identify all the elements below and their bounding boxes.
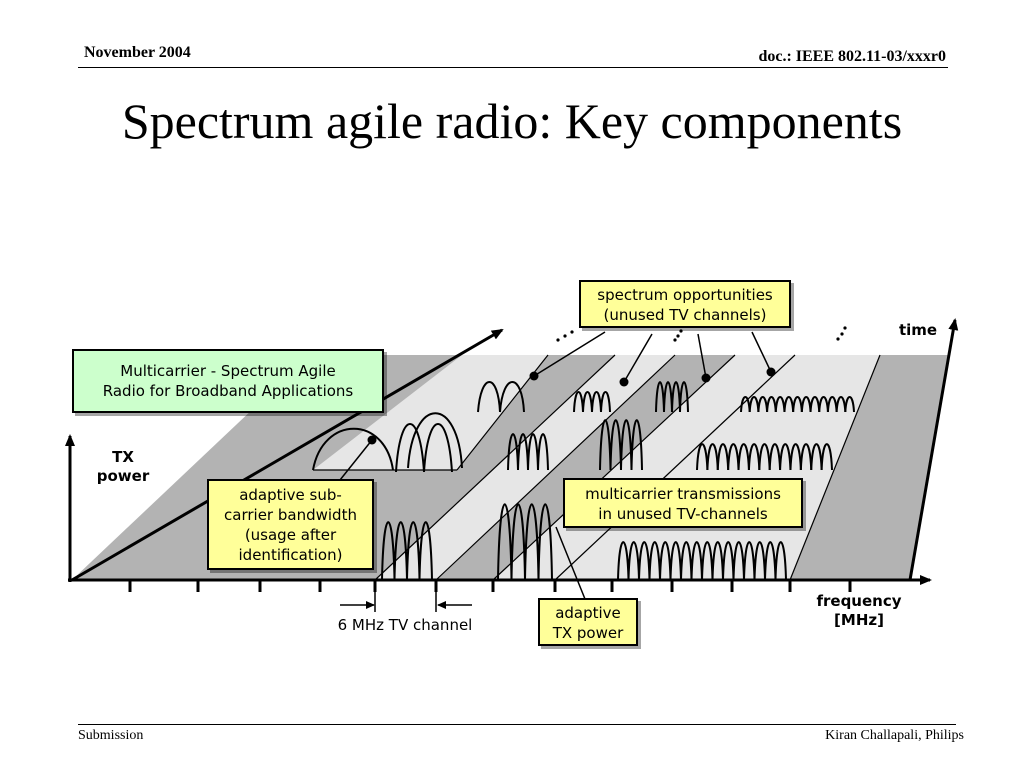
header-divider <box>78 67 948 68</box>
carrier-hump <box>799 443 813 471</box>
carrier-hump <box>517 433 529 471</box>
frequency-axis-label: frequency [MHz] <box>816 592 902 629</box>
carrier-hump <box>696 443 709 471</box>
footer-submission: Submission <box>78 728 144 743</box>
carrier-hump <box>706 443 719 471</box>
carrier-hump <box>747 443 761 471</box>
carrier-hump <box>727 443 740 471</box>
carrier-hump <box>711 541 724 581</box>
carrier-hump <box>406 521 421 581</box>
callout-leaders <box>339 331 772 605</box>
carrier-hump <box>507 433 519 471</box>
footer-author: Kiran Challapali, Philips <box>825 728 964 743</box>
spectrum-opportunities-callout: spectrum opportunities (unused TV channe… <box>579 280 791 328</box>
carrier-hump <box>620 419 633 471</box>
carrier-hump <box>779 443 792 471</box>
carrier-hump <box>669 541 682 581</box>
carrier-hump <box>497 503 513 581</box>
carrier-hump <box>737 443 750 471</box>
carrier-hump <box>418 521 433 581</box>
carrier-hump <box>753 541 766 581</box>
channel-boundaries <box>313 354 881 581</box>
carrier-hump <box>844 396 855 413</box>
carrier-hump <box>381 521 396 581</box>
carrier-hump <box>599 419 612 471</box>
carrier-hump <box>690 541 703 581</box>
carrier-hump <box>524 503 540 581</box>
carrier-hump <box>768 443 782 471</box>
time-axis <box>908 318 959 581</box>
carrier-hump <box>527 433 539 471</box>
tv-channel-label: 6 MHz TV channel <box>337 616 473 634</box>
carrier-hump <box>638 541 651 581</box>
carrier-hump <box>537 503 553 581</box>
carrier-hump <box>537 433 549 471</box>
tx-power-axis-label: TX power <box>96 448 150 485</box>
carrier-hump <box>820 443 833 471</box>
carrier-hump <box>627 541 640 581</box>
time-diagonal-axis <box>71 328 504 582</box>
carrier-hump <box>680 541 693 581</box>
tv-channel-width-marker <box>340 582 472 612</box>
header-doc-id: doc.: IEEE 802.11-03/xxxr0 <box>758 48 946 65</box>
carrier-hump <box>774 541 787 581</box>
multicarrier-transmissions-callout: multicarrier transmissions in unused TV-… <box>563 478 803 528</box>
carrier-hump <box>743 541 756 581</box>
carrier-hump <box>617 541 630 581</box>
carrier-hump <box>630 419 643 471</box>
carrier-hump <box>393 521 408 581</box>
adaptive-subcarrier-bandwidth-callout: adaptive sub- carrier bandwidth (usage a… <box>207 479 374 570</box>
back-large-humps <box>312 381 525 473</box>
continuation-dots <box>556 326 847 342</box>
carrier-hump <box>648 541 661 581</box>
slide-title: Spectrum agile radio: Key components <box>121 93 903 149</box>
adaptive-tx-power-callout: adaptive TX power <box>538 598 638 646</box>
carrier-hump <box>609 419 622 471</box>
footer-divider <box>78 724 956 725</box>
carrier-hump <box>732 541 745 581</box>
carrier-humps <box>381 381 855 581</box>
header-date: November 2004 <box>84 44 191 61</box>
carrier-hump <box>659 541 672 581</box>
frequency-ticks <box>128 580 852 592</box>
carrier-hump <box>716 443 730 471</box>
carrier-hump <box>701 541 714 581</box>
carrier-hump <box>510 503 526 581</box>
carrier-hump <box>758 443 771 471</box>
multicarrier-radio-callout: Multicarrier - Spectrum Agile Radio for … <box>72 349 384 413</box>
carrier-hump <box>722 541 735 581</box>
carrier-hump <box>764 541 777 581</box>
time-axis-label: time <box>898 321 938 339</box>
carrier-hump <box>600 391 611 413</box>
callout-dots <box>367 367 776 445</box>
carrier-hump <box>810 443 823 471</box>
carrier-hump <box>679 381 689 413</box>
carrier-hump <box>789 443 802 471</box>
